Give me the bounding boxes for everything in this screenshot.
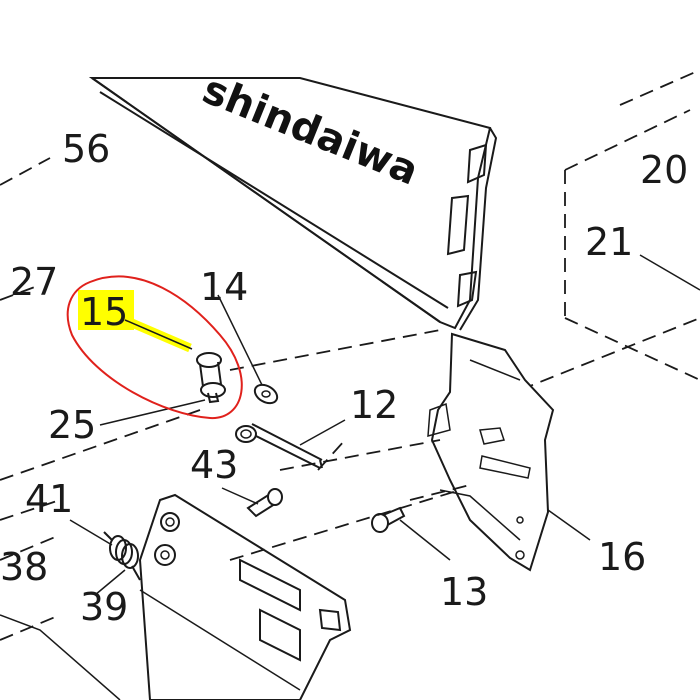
label-part-39: 39 [80, 585, 128, 629]
label-part-21: 21 [585, 220, 633, 264]
label-part-25: 25 [48, 403, 96, 447]
label-part-14: 14 [200, 265, 248, 309]
pin-part-15 [196, 352, 226, 404]
washer-part-14 [253, 383, 279, 405]
label-part-16: 16 [598, 535, 646, 579]
leader-lines [69, 254, 700, 596]
highlight-part-15 [66, 275, 243, 420]
dashed-box-right [519, 69, 700, 391]
guide-bar: shindaiwa [88, 67, 498, 331]
label-part-12: 12 [350, 383, 398, 427]
part-labels: 56 27 15 14 25 12 43 41 38 39 13 16 20 2… [0, 127, 688, 629]
red-circle-annotation [66, 275, 243, 420]
label-part-15: 15 [80, 290, 128, 334]
bolt-part-43 [246, 488, 283, 518]
label-part-13: 13 [440, 570, 488, 614]
label-part-38: 38 [0, 545, 48, 589]
label-part-56: 56 [62, 127, 110, 171]
spring-part-41 [103, 531, 141, 581]
label-part-41: 41 [25, 477, 73, 521]
bottom-plate [0, 493, 352, 700]
label-part-27: 27 [10, 260, 58, 304]
sprocket-cover [427, 332, 555, 572]
dashed-assembly-lines [0, 157, 471, 641]
label-part-43: 43 [190, 443, 238, 487]
stud-part-12 [235, 423, 323, 469]
label-part-20: 20 [640, 148, 688, 192]
